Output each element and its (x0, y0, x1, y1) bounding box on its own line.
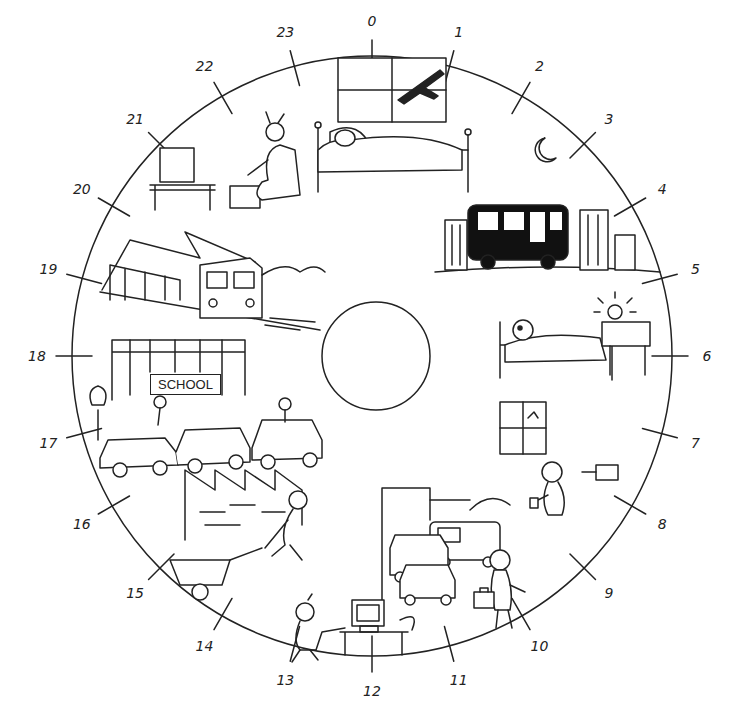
hour-tick (570, 554, 595, 579)
hour-number: 4 (658, 182, 667, 196)
hour-number: 12 (363, 684, 381, 698)
alarm-bed (500, 292, 650, 380)
hour-number: 8 (658, 517, 667, 531)
hour-tick (642, 428, 677, 437)
hour-tick (614, 496, 645, 514)
hour-tick (512, 598, 530, 629)
hour-number: 2 (535, 59, 544, 73)
hour-tick (98, 496, 129, 514)
hour-number: 17 (40, 436, 58, 450)
sign-text: SCHOOL (158, 378, 213, 391)
hour-tick (570, 133, 595, 158)
hour-number: 11 (450, 673, 468, 687)
sleeping-bed (315, 58, 471, 192)
hour-number: 6 (703, 349, 712, 363)
hour-number: 15 (126, 586, 144, 600)
moon (535, 138, 556, 162)
hour-number: 0 (368, 14, 377, 28)
hour-number: 10 (531, 639, 549, 653)
hour-tick (67, 274, 102, 283)
hour-tick (652, 355, 688, 357)
train-station (100, 232, 325, 330)
hour-tick (56, 355, 92, 357)
hour-number: 9 (604, 586, 613, 600)
office-desk (292, 594, 414, 662)
hour-number: 18 (28, 349, 46, 363)
hour-tick (67, 428, 102, 437)
hour-tick (290, 626, 299, 661)
school-run (90, 340, 322, 477)
hour-number: 22 (196, 59, 214, 73)
hour-ticks (56, 40, 688, 672)
hour-tick (642, 274, 677, 283)
hour-number: 21 (126, 112, 144, 126)
hour-number: 19 (40, 262, 58, 276)
morning-window (500, 402, 618, 515)
hour-number: 7 (691, 436, 700, 450)
school-sign: SCHOOL (150, 374, 221, 395)
hour-tick (214, 598, 232, 629)
hour-tick (149, 554, 174, 579)
hour-number: 3 (604, 112, 613, 126)
hour-number: 13 (276, 673, 294, 687)
evening-home (150, 112, 300, 210)
hour-number: 1 (454, 25, 463, 39)
hour-tick (444, 626, 453, 661)
hour-tick (371, 636, 373, 672)
inner-circle (322, 302, 430, 410)
hour-number: 14 (196, 639, 214, 653)
hour-number: 16 (73, 517, 91, 531)
night-bus (435, 205, 660, 272)
hour-tick (614, 198, 645, 216)
factory-worker (170, 470, 307, 600)
hour-tick (98, 198, 129, 216)
hour-number: 20 (73, 182, 91, 196)
hour-tick (290, 51, 299, 86)
hour-tick (214, 82, 232, 113)
clock-ring (72, 56, 672, 656)
hour-number: 5 (691, 262, 700, 276)
commuter (474, 550, 525, 628)
hour-tick (512, 82, 530, 113)
hour-number: 23 (276, 25, 294, 39)
